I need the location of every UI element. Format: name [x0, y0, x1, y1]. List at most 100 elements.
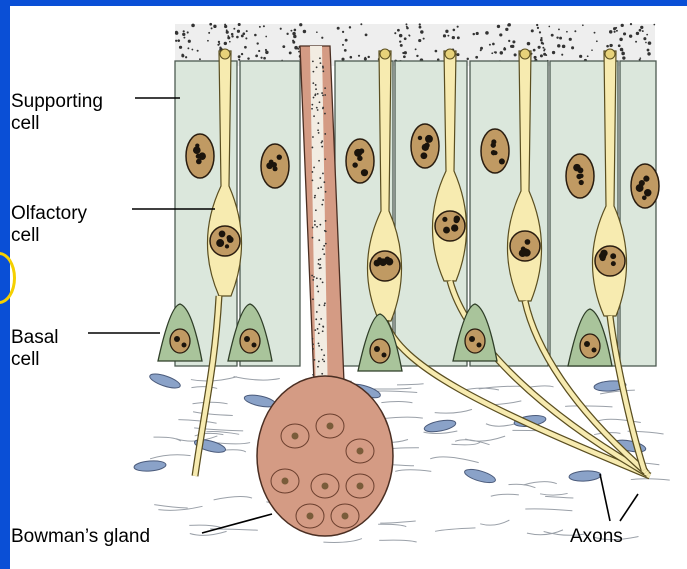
mucus-dot	[587, 55, 589, 57]
mucus-dot	[452, 36, 455, 39]
chromatin	[357, 156, 362, 161]
mucus-dot	[537, 27, 539, 29]
mucus-dot	[491, 52, 493, 54]
connective-cell	[463, 467, 497, 486]
mucus-dot	[616, 30, 618, 32]
lumen-dot	[323, 354, 325, 356]
mucus-dot	[423, 38, 425, 40]
mucus-dot	[404, 51, 407, 54]
lumen-dot	[312, 279, 314, 281]
lumen-dot	[311, 108, 313, 110]
mucus-dot	[316, 31, 318, 33]
chromatin	[174, 336, 180, 342]
connective-fiber	[189, 525, 221, 528]
connective-cell	[134, 460, 167, 473]
chromatin	[219, 231, 226, 238]
chromatin	[523, 249, 531, 257]
chromatin	[477, 343, 482, 348]
lumen-dot	[317, 263, 319, 265]
mucus-dot	[473, 33, 475, 35]
mucus-dot	[556, 36, 558, 38]
lumen-dot	[316, 311, 318, 313]
lumen-dot	[318, 132, 320, 134]
chromatin	[442, 217, 447, 222]
basal-nucleus	[240, 329, 260, 353]
lumen-dot	[316, 66, 318, 68]
chromatin	[469, 336, 475, 342]
connective-fiber	[193, 412, 233, 416]
mucus-dot	[403, 55, 406, 58]
lumen-dot	[322, 359, 324, 361]
lumen-dot	[317, 129, 319, 131]
mucus-dot	[242, 32, 245, 35]
mucus-dot	[606, 45, 609, 48]
mucus-dot	[531, 29, 534, 32]
label-supporting-line2: cell	[11, 113, 103, 135]
label-olfactory-line2: cell	[11, 225, 87, 247]
lumen-dot	[325, 220, 327, 222]
mucus-dot	[179, 46, 182, 49]
chromatin	[584, 341, 590, 347]
mucus-dot	[265, 49, 267, 51]
connective-fiber	[154, 505, 187, 508]
mucus-dot	[209, 23, 212, 26]
lumen-dot	[314, 359, 316, 361]
mucus-dot	[344, 49, 347, 52]
lumen-dot	[322, 248, 324, 250]
olfactory-knob	[220, 49, 230, 59]
mucus-dot	[187, 31, 189, 33]
connective-cell	[423, 418, 456, 434]
mucus-dot	[399, 34, 403, 38]
mucus-dot	[289, 51, 292, 54]
lumen-dot	[325, 243, 327, 245]
lumen-dot	[323, 245, 325, 247]
label-supporting-line1: Supporting	[11, 91, 103, 113]
gland-nucleus	[327, 423, 334, 430]
mucus-dot	[619, 38, 622, 41]
lumen-dot	[318, 332, 320, 334]
label-olfactory-line1: Olfactory	[11, 203, 87, 225]
mucus-dot	[360, 23, 362, 25]
mucus-dot	[282, 45, 285, 48]
connective-fiber	[565, 406, 612, 407]
mucus-dot	[211, 27, 213, 29]
mucus-dot	[562, 45, 566, 49]
mucus-dot	[218, 41, 220, 43]
mucus-dot	[237, 30, 240, 33]
gland-nucleus	[342, 513, 349, 520]
lumen-dot	[315, 93, 317, 95]
mucus-dot	[358, 55, 360, 57]
mucus-dot	[263, 57, 266, 60]
lumen-dot	[320, 278, 322, 280]
lumen-dot	[314, 197, 316, 199]
mucus-dot	[489, 44, 491, 46]
lumen-dot	[323, 360, 325, 362]
connective-fiber	[397, 384, 424, 385]
mucus-dot	[229, 41, 231, 43]
mucus-dot	[540, 54, 543, 57]
mucus-dot	[226, 31, 229, 34]
mucus-dot	[293, 35, 296, 38]
mucus-dot	[510, 45, 513, 48]
chromatin	[611, 261, 616, 266]
mucus-dot	[467, 58, 469, 60]
lumen-dot	[316, 107, 318, 109]
mucus-dot	[208, 32, 210, 34]
olfactory-knob	[520, 49, 530, 59]
mucus-dot	[256, 42, 258, 44]
mucus-dot	[443, 34, 446, 37]
mucus-dot	[365, 33, 368, 36]
mucus-dot	[457, 36, 460, 39]
diagram-frame: Supporting cell Olfactory cell Basal cel…	[10, 6, 687, 569]
chromatin	[418, 136, 422, 140]
mucus-dot	[574, 30, 576, 32]
connective-fiber	[214, 496, 252, 499]
mucus-dot	[224, 25, 227, 28]
mucus-dot	[286, 33, 288, 35]
olfactory-nucleus	[370, 251, 400, 281]
olfactory-nucleus	[435, 211, 465, 241]
mucus-dot	[258, 50, 260, 52]
mucus-dot	[187, 47, 189, 49]
mucus-dot	[545, 54, 547, 56]
mucus-dot	[538, 46, 541, 49]
